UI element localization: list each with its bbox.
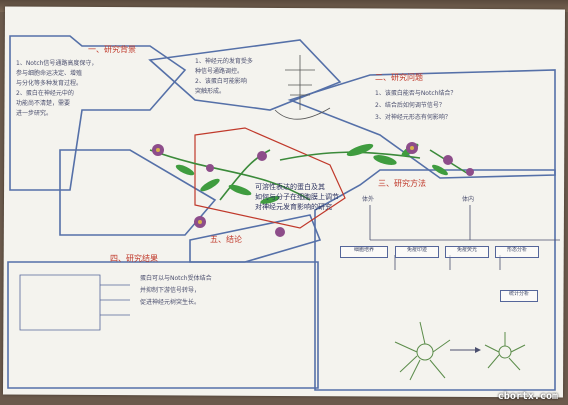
neuron-icon [416, 343, 434, 361]
results-text: 蛋白可以与Notch受体结合 [140, 275, 212, 282]
section-heading-conclusion: 五、结论 [210, 235, 242, 244]
section-heading-method: 三、研究方法 [378, 179, 426, 188]
section-heading-problem: 二、研究问题 [375, 73, 423, 82]
background-right-text: 种信号通路调控。 [195, 68, 244, 75]
title-area-outline [194, 127, 346, 229]
top-middle-box-outline [148, 39, 342, 111]
flower-center [198, 220, 202, 224]
problem-text: 2、结合后如何调节信号？ [375, 102, 445, 109]
leaf [228, 184, 252, 196]
conclusion-box-outline [189, 214, 322, 263]
flower-stem [279, 151, 421, 161]
flower-center [156, 148, 160, 152]
background-box-outline [9, 35, 187, 191]
problem-text: 3、对神经元形态有何影响？ [375, 114, 451, 121]
results-inner-box [19, 274, 101, 331]
results-text: 并抑制下游信号转导， [140, 287, 201, 294]
background-text: 与分化等多种发育过程。 [16, 80, 83, 87]
results-text: 促进神经元树突生长。 [140, 299, 201, 306]
background-text: 参与细胞命运决定、增殖 [16, 70, 83, 77]
background-right-text: 2、该蛋白可能影响 [195, 78, 247, 85]
leaf [200, 178, 220, 192]
protein-diagram [285, 55, 315, 110]
poster-title-line: 如何与分子在细胞膜上调节 [255, 193, 339, 201]
background-text: 功能尚不清楚，需要 [16, 100, 71, 107]
flower-stem [149, 149, 311, 201]
problem-text: 1、该蛋白能否与Notch结合？ [375, 90, 457, 97]
flowchart-node: 统计分析 [500, 290, 538, 302]
flower [466, 168, 474, 176]
watermark: cbortx.com [497, 391, 558, 402]
flowchart-node: 免疫荧光 [445, 246, 489, 258]
leaf [260, 196, 280, 204]
flowchart-column-label: 体外 [362, 196, 375, 203]
background-text: 1、Notch信号通路高度保守， [16, 60, 98, 67]
flowchart-connector [369, 205, 560, 241]
flowchart-node: 细胞培养 [340, 246, 388, 258]
flowchart-column-label: 体内 [462, 196, 475, 203]
poster-title-line: 对神经元发育影响的研究 [255, 203, 332, 211]
flower [257, 151, 267, 161]
flower [275, 227, 285, 237]
leaf [175, 164, 195, 176]
neuron-icon [498, 345, 512, 359]
flowchart-node: 免疫印迹 [395, 246, 439, 258]
method-box-outline [314, 169, 556, 391]
leaf [346, 143, 374, 157]
leaf [373, 155, 397, 165]
flower [443, 155, 453, 165]
flower [206, 164, 214, 172]
section-heading-background: 一、研究背景 [88, 45, 136, 54]
background-text: 进一步研究。 [16, 110, 53, 117]
flowchart-node: 形态分析 [495, 246, 539, 258]
background-text: 2、蛋白在神经元中的 [16, 90, 74, 97]
background-right-text: 1、神经元的发育受多 [195, 58, 253, 65]
section-heading-results: 四、研究结果 [110, 254, 158, 263]
background-right-text: 突触形成。 [195, 88, 226, 95]
leaf [432, 164, 448, 176]
flower-center [410, 146, 414, 150]
poster-title-line: 可溶性表达的蛋白及其 [255, 183, 325, 191]
